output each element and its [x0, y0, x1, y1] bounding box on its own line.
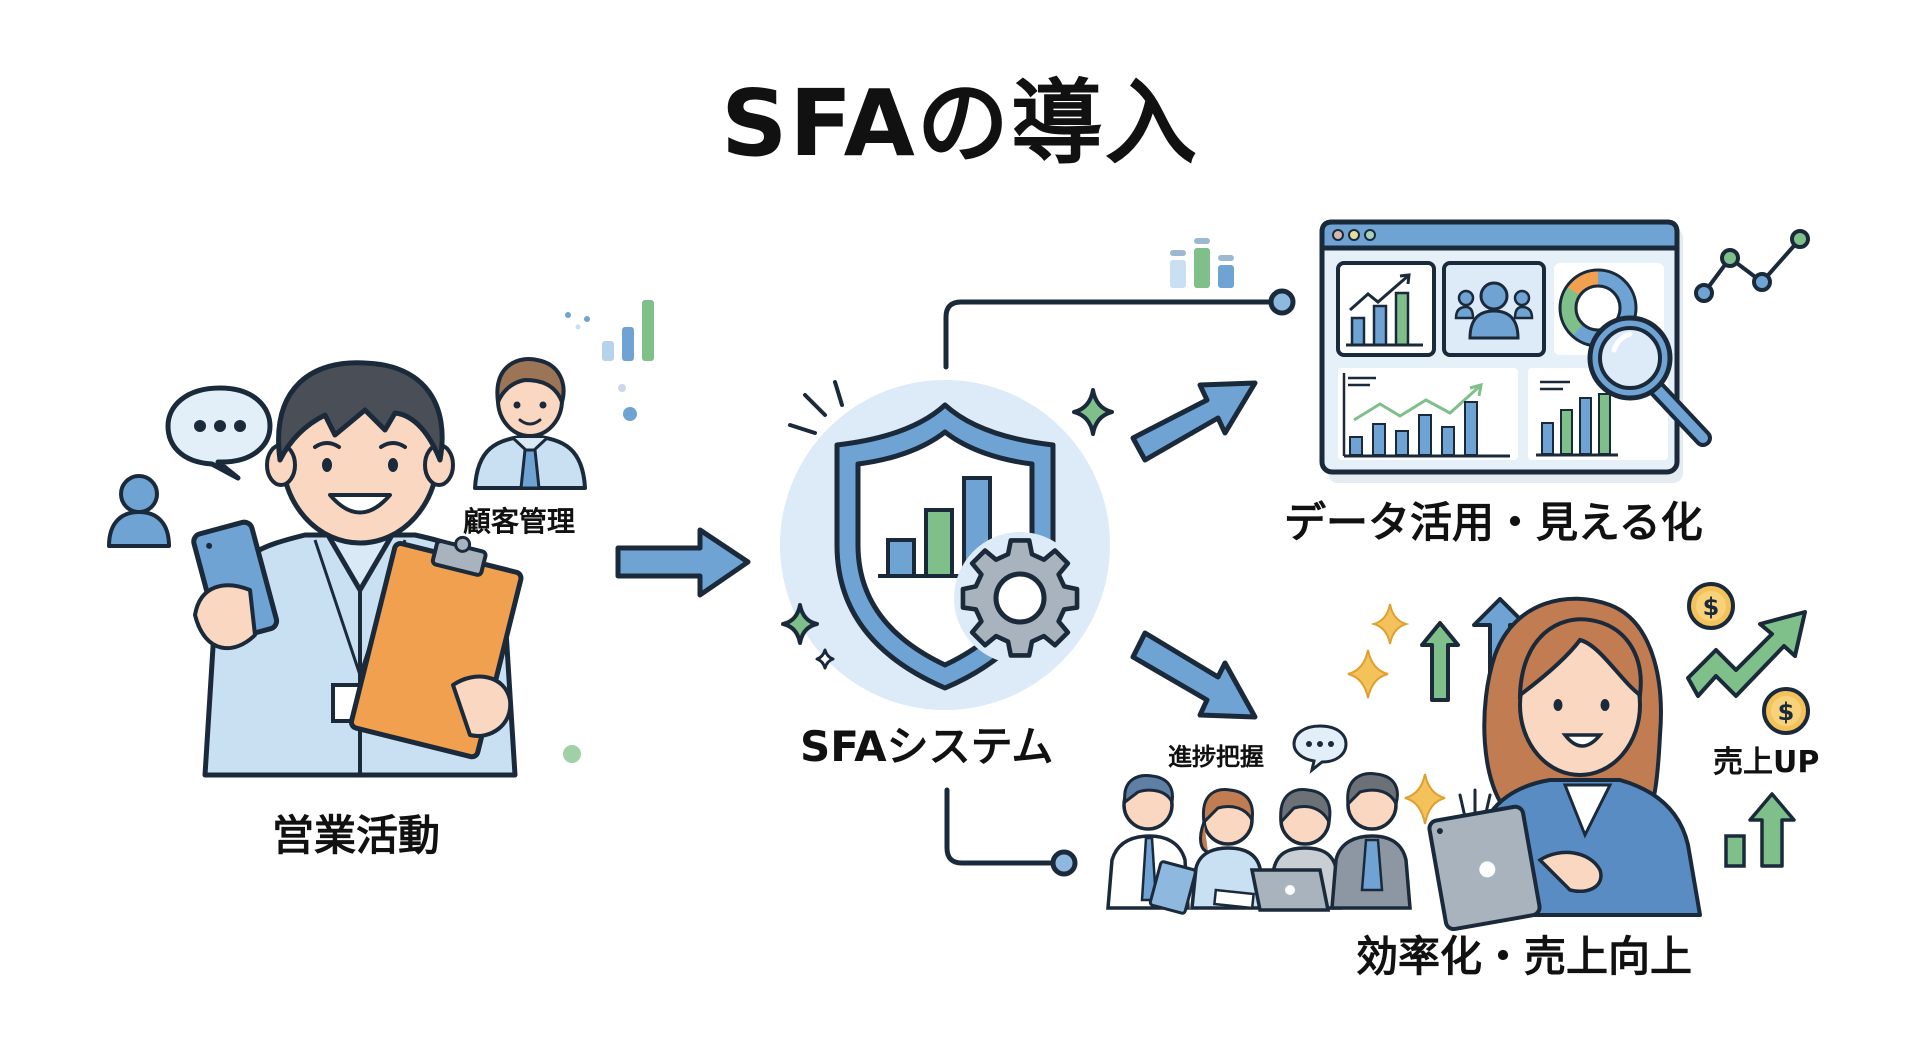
dashboard-window-icon: [1319, 219, 1712, 483]
sfa-system-illustration: [780, 380, 1114, 710]
connector-bottom: [944, 787, 1078, 877]
up-arrow-icon: [1724, 792, 1796, 868]
growth-arrow-icon: [1686, 610, 1807, 698]
svg-text:$: $: [1778, 698, 1795, 726]
magnifier-icon: [1587, 315, 1712, 447]
decor-dot-green: [563, 745, 581, 763]
sfa-system-label: SFAシステム: [800, 722, 1054, 771]
decor-dots: [618, 384, 637, 421]
bar-chart-icon: [1170, 238, 1234, 288]
connector-top: [943, 288, 1296, 370]
woman-with-tablet-icon: [1427, 596, 1702, 932]
coin-icon: $: [1762, 687, 1810, 735]
sales-up-label: 売上UP: [1713, 745, 1820, 780]
sparkle-icon: [1404, 773, 1446, 825]
customer-management-label: 顧客管理: [463, 505, 576, 538]
user-icon: [107, 474, 171, 548]
client-avatar-icon: [473, 357, 587, 490]
coin-icon: $: [1687, 582, 1735, 630]
team-meeting-icon: [1106, 772, 1412, 915]
flow-arrow-down-right: [1130, 630, 1258, 720]
svg-text:$: $: [1703, 593, 1720, 621]
flow-arrow-up-right: [1130, 380, 1258, 463]
line-graph-icon: [1694, 229, 1810, 303]
flow-arrow-right: [615, 527, 751, 598]
efficiency-sales-label: 効率化・売上向上: [1356, 932, 1693, 981]
progress-tracking-label: 進捗把握: [1168, 743, 1264, 771]
salesman-illustration: [191, 360, 524, 778]
speech-bubble-icon: [165, 385, 273, 481]
gear-icon: [954, 532, 1086, 664]
bar-chart-icon: [565, 300, 654, 361]
sparkle-icon: [1347, 603, 1410, 699]
data-visualization-label: データ活用・見える化: [1284, 498, 1703, 547]
page-title: SFAの導入: [721, 70, 1199, 177]
speech-bubble-icon: [1292, 724, 1348, 774]
sales-activity-label: 営業活動: [272, 811, 441, 860]
